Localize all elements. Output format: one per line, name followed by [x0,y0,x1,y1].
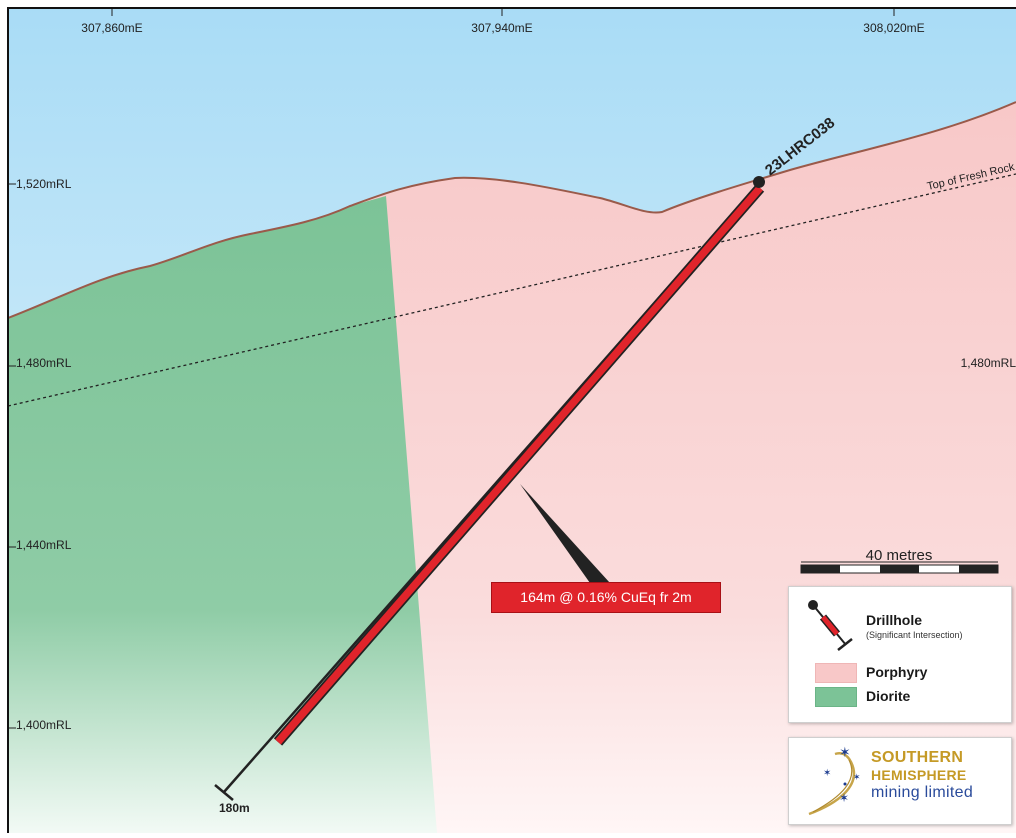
easting-label: 308,020mE [863,21,924,35]
porphyry-swatch [815,663,857,683]
diorite-unit [8,196,437,833]
logo-line-3: mining limited [871,784,974,801]
legend: Drillhole (Significant Intersection) Por… [788,586,1012,723]
scale-bar-label: 40 metres [866,547,933,564]
rl-label: 1,480mRL [16,356,72,370]
rl-label: 1,400mRL [16,718,72,732]
drillhole-end-cap [214,784,234,801]
easting-label: 307,940mE [471,21,532,35]
fresh-rock-line [7,173,1016,407]
svg-text:✶: ✶ [839,744,851,760]
rl-label: 1,440mRL [16,538,72,552]
drillhole-legend-icon [808,600,853,651]
rl-label-right: 1,480mRL [961,356,1016,370]
company-logo: ✶ ✶ ✶ ✶ SOUTHERN HEMISPHERE mining limit… [788,737,1012,825]
significant-intersection-fill [275,185,763,745]
logo-line-1: SOUTHERN [871,749,964,766]
svg-text:✶: ✶ [853,772,861,782]
legend-drillhole-title: Drillhole [866,612,923,628]
legend-drillhole-subtitle: (Significant Intersection) [866,630,963,640]
depth-label: 180m [219,801,250,815]
svg-text:✶: ✶ [823,768,831,779]
topographic-surface [7,101,1016,319]
logo-line-2: HEMISPHERE [871,767,967,783]
scale-bar [800,564,999,574]
svg-text:✶: ✶ [839,791,849,805]
legend-porphyry-label: Porphyry [866,664,928,680]
intercept-callout: 164m @ 0.16% CuEq fr 2m [491,582,721,613]
intercept-pointer [520,484,610,583]
rl-label: 1,520mRL [16,177,72,191]
easting-label: 307,860mE [81,21,142,35]
diorite-swatch [815,687,857,707]
legend-diorite-label: Diorite [866,688,911,704]
drillhole-collar [753,176,765,188]
logo-emblem-icon: ✶ ✶ ✶ ✶ [808,744,861,816]
